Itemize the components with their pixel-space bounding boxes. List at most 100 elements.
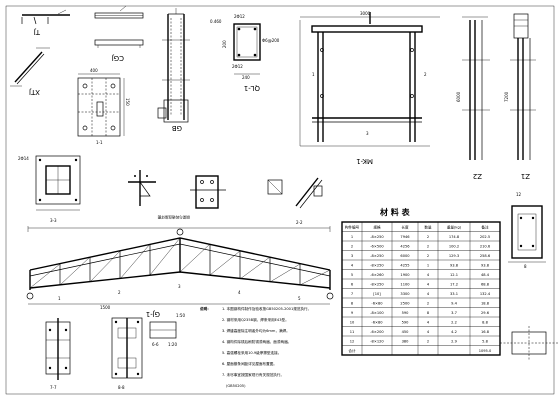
table-cell: 10 (350, 321, 355, 325)
gj1-truss: 1 2 3 4 5 1500 GJ-1 1:50 (26, 226, 334, 318)
table-header-cell: 备注 (481, 225, 489, 230)
column-detail: GB (157, 8, 190, 132)
dim-0460: 0.460 (210, 19, 222, 24)
table-cell: -6×80 (371, 321, 383, 325)
table-cell: 6 (351, 283, 354, 287)
table-cell: 2 (427, 254, 429, 258)
section-7-7: 7-7 (45, 318, 71, 390)
table-cell: 1 (427, 264, 429, 268)
note-line: 1. 本图钢构件制作及验收按GB50205-2001规范执行。 (222, 306, 311, 311)
tj-title: TJ (34, 28, 41, 36)
table-cell: 2 (427, 235, 429, 239)
mk-mark-1: 1 (312, 72, 315, 77)
table-cell: 3.7 (451, 311, 457, 315)
table-header-cell: 长度 (401, 225, 409, 230)
xtj-detail: XTJ (10, 47, 50, 96)
table-cell: 258.6 (480, 254, 491, 258)
table-cell: 129.3 (449, 254, 459, 258)
note-line: 3. 焊缝高度除注明者外均为6mm，满焊。 (222, 328, 290, 333)
table-cell: 100.2 (449, 245, 459, 249)
z2-column: 6000 Z2 (456, 16, 490, 180)
note-line: 4. 钢构件除锈后刷防锈漆两遍，面漆两遍。 (222, 339, 291, 344)
table-header-cell: 重量(kg) (447, 225, 462, 230)
dim-240: 240 (242, 75, 250, 80)
dim-6000: 6000 (456, 91, 461, 102)
sheet-border (5, 5, 555, 395)
table-cell: 9 (351, 311, 354, 315)
table-cell: 174.8 (449, 235, 460, 239)
end-plate-detail: 12 8 (500, 192, 558, 360)
table-cell: 33.1 (450, 292, 458, 296)
table-cell: -8×250 (370, 283, 384, 287)
table-cell: 12 (350, 340, 355, 344)
note-line: 5. 高强螺栓采用10.9级摩擦型连接。 (222, 350, 281, 355)
table-header-cell: 数量 (424, 225, 432, 230)
table-cell: 380 (402, 340, 410, 344)
sec-mark-5: 5 (298, 296, 301, 301)
table-cell: 8 (351, 302, 354, 306)
note-line: 2. 钢材采用Q235B钢，焊条采用E43型。 (222, 317, 289, 322)
sec88-title: 8-8 (118, 385, 125, 390)
mark-11: 1-1 (96, 140, 103, 145)
table-header-cell: 构件编号 (345, 225, 360, 230)
general-notes: 说明： 1. 本图钢构件制作及验收按GB50205-2001规范执行。 2. 钢… (200, 306, 311, 388)
sec-mark-3: 3 (178, 284, 181, 289)
sec-mark-4: 4 (238, 290, 241, 295)
table-cell: 17.2 (450, 283, 458, 287)
dim-1500: 1500 (100, 305, 111, 310)
section-6-6: 6-6 1:20 (149, 321, 177, 347)
sec77-title: 7-7 (50, 385, 57, 390)
table-cell: 1 (351, 235, 353, 239)
table-cell: 4 (427, 292, 430, 296)
table-cell: -8×250 (370, 235, 384, 239)
z2-title: Z2 (473, 172, 482, 180)
section-3-3: 2Φ14 3-3 (18, 155, 81, 223)
table-cell: 68.8 (481, 283, 490, 287)
mk1-title: MK-1 (356, 157, 373, 165)
table-cell: 4 (427, 273, 430, 277)
table-cell: 16.8 (481, 330, 490, 334)
note-line: 7. 未尽事宜按国家现行有关规范执行。 (222, 372, 284, 377)
note-line: 6. 屋面檩条间距详见屋面布置图。 (222, 361, 277, 366)
base-plate-detail: 400 150 1-1 (77, 68, 130, 145)
table-cell: 4256 (400, 245, 410, 249)
table-cell: 202.5 (480, 235, 490, 239)
sec-mark-2: 2 (118, 290, 121, 295)
table-cell: 4255 (400, 264, 409, 268)
table-cell: 2 (427, 340, 429, 344)
tj-detail: TJ (21, 9, 70, 36)
mk-mark-3: 3 (366, 131, 369, 136)
table-cell: 93.8 (481, 264, 490, 268)
xtj-title: XTJ (29, 88, 40, 96)
sec-mark-1: 1 (58, 296, 61, 301)
table-cell: 1100 (400, 283, 410, 287)
table-cell: -8×100 (370, 311, 384, 315)
dim-200: 200 (222, 40, 227, 48)
gb-title: GB (172, 124, 182, 132)
table-cell: 48.4 (481, 273, 490, 277)
dim-2012-bot: 2Φ12 (232, 64, 243, 69)
table-cell: 6000 (400, 254, 410, 258)
mk1-frame: 3000 1 2 3 MK-1 (299, 11, 440, 165)
table-cell: 8.8 (482, 321, 488, 325)
beam-sketch: CGJ (94, 5, 144, 62)
table-cell: 93.8 (450, 264, 459, 268)
dim-400: 400 (90, 68, 98, 73)
dim-12: 12 (516, 192, 522, 197)
table-cell: 4 (427, 283, 430, 287)
table-cell: 5 (351, 273, 353, 277)
table-cell: -8×250 (370, 264, 384, 268)
table-cell: 4.2 (451, 330, 457, 334)
table-cell: -6×80 (371, 302, 383, 306)
dim-150: 150 (125, 98, 130, 106)
table-cell: 12.1 (450, 273, 458, 277)
table-cell: 4 (427, 330, 430, 334)
table-cell: 210.6 (480, 245, 491, 249)
connection-details: 钢梁与砖墙连接详图 2-2 (128, 170, 323, 225)
table-cell: 7 (351, 292, 353, 296)
table-cell: 4 (351, 264, 354, 268)
table-cell: -8×120 (370, 340, 384, 344)
table-cell: 2 (351, 245, 353, 249)
